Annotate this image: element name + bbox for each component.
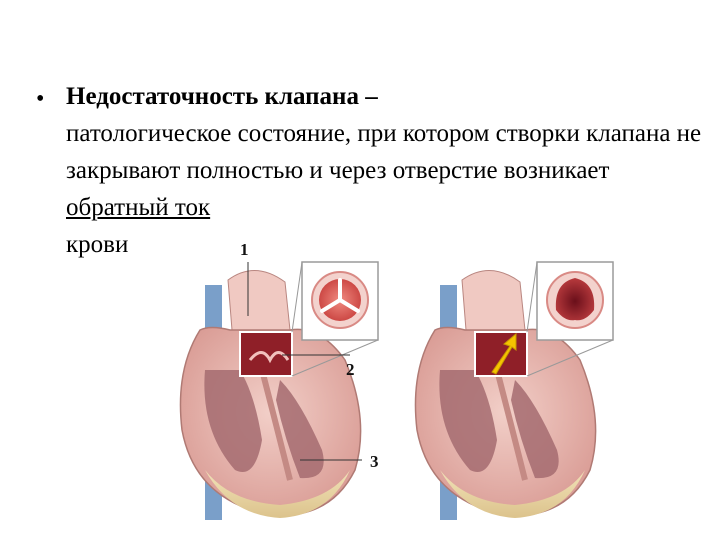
term-title: Недостаточность клапана – [66, 83, 378, 110]
callout-1: 1 [240, 240, 249, 259]
left-chamber [439, 370, 497, 472]
septum [494, 369, 528, 481]
closed-valve-commissures [320, 278, 360, 313]
callout-2: 2 [346, 360, 355, 379]
septum [259, 369, 293, 481]
insufficient-heart [414, 261, 614, 520]
aorta [227, 270, 291, 331]
left-chamber [204, 370, 262, 472]
bullet-text: Недостаточность клапана – патологическое… [66, 78, 706, 263]
open-valve-orifice [555, 278, 595, 321]
aorta [461, 270, 526, 331]
valve-highlight-box [474, 331, 528, 377]
definition-end: крови [66, 231, 129, 258]
right-chamber [276, 380, 324, 479]
regurgitation-arrow [491, 332, 517, 375]
right-chamber [511, 380, 559, 479]
valve-leaflets [248, 351, 290, 364]
normal-heart [179, 261, 379, 520]
heart-apex [440, 470, 585, 518]
underlined-phrase: обратный ток [66, 194, 211, 221]
bullet-marker: • [36, 86, 45, 112]
heart-apex [205, 470, 350, 518]
definition-text: патологическое состояние, при котором ст… [66, 120, 702, 184]
callout-3: 3 [370, 452, 379, 471]
